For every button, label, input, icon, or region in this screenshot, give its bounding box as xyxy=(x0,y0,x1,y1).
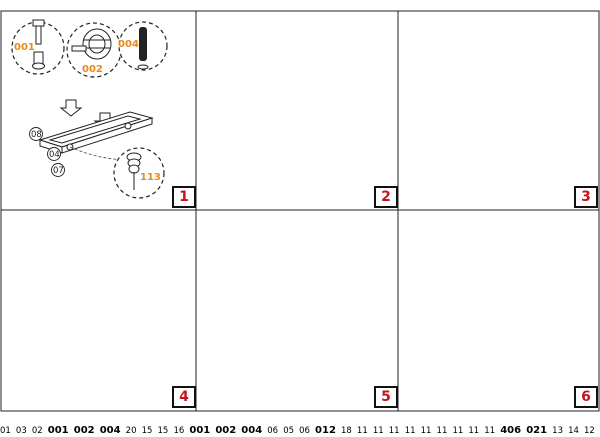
drawing-stroke xyxy=(32,19,45,27)
panel-01-label: 01 xyxy=(0,426,11,436)
panel-11-label-5: 11 xyxy=(420,426,432,436)
step-6-illustration: 021 13 14 12 xyxy=(526,418,595,437)
part-113-label: 113 xyxy=(140,172,161,183)
panel-06a-label: 06 xyxy=(267,426,279,436)
panel-12-label: 12 xyxy=(584,426,595,436)
drawing-stroke xyxy=(29,127,43,141)
panel-07-label: 07 xyxy=(53,166,64,176)
part-406-label: 406 xyxy=(500,425,522,436)
drawing-stroke xyxy=(0,10,600,412)
panel-11-label-8: 11 xyxy=(468,426,480,436)
panel-15b-label: 15 xyxy=(157,426,169,436)
panel-16-label: 16 xyxy=(173,426,185,436)
part-021-label: 021 xyxy=(526,425,548,436)
step-4-illustration: 001 002 004 06 05 06 xyxy=(189,418,315,437)
panel-11-label-2: 11 xyxy=(372,426,384,436)
assembly-instruction-sheet: 001 002 004 08 04 07 xyxy=(0,10,600,436)
step-6-number: 6 xyxy=(574,386,598,408)
step-1-illustration: 001 002 004 08 04 07 xyxy=(11,19,168,199)
drawing-stroke xyxy=(82,28,112,60)
drawing-stroke xyxy=(71,45,87,52)
drawing-stroke xyxy=(139,27,147,61)
instruction-diagram: 001 002 004 08 04 07 xyxy=(0,10,600,412)
part-004-label: 004 xyxy=(118,39,139,50)
panel-11-label-6: 11 xyxy=(436,426,448,436)
drawing-stroke xyxy=(124,122,132,130)
panel-11-label-3: 11 xyxy=(388,426,400,436)
drawing-stroke xyxy=(88,34,106,54)
part-002-label: 002 xyxy=(82,64,103,75)
step-2-illustration: 01 03 02 001 002 004 xyxy=(0,418,126,437)
step-4-part-001-label: 001 xyxy=(189,425,211,436)
drawing-stroke xyxy=(47,147,61,161)
drawing-stroke xyxy=(35,23,42,45)
panel-18-label: 18 xyxy=(341,426,352,436)
panel-11-label-1: 11 xyxy=(356,426,368,436)
panel-02-label: 02 xyxy=(31,426,43,436)
drawing-stroke xyxy=(51,163,65,177)
drawing-stroke xyxy=(32,62,45,70)
step-2-number: 2 xyxy=(374,186,398,208)
step-2-part-002-label: 002 xyxy=(73,425,95,436)
step-2-part-001-label: 001 xyxy=(47,425,69,436)
panel-05-label: 05 xyxy=(283,426,295,436)
panel-14-label: 14 xyxy=(568,426,579,436)
panel-08-label: 08 xyxy=(31,130,42,140)
panel-11-label-7: 11 xyxy=(452,426,464,436)
panel-15a-label: 15 xyxy=(141,426,153,436)
part-001-label: 001 xyxy=(14,42,35,53)
panel-11-label-9: 11 xyxy=(484,426,496,436)
step-3-number: 3 xyxy=(574,186,598,208)
part-113-bubble xyxy=(113,147,165,199)
step-4-number: 4 xyxy=(172,386,196,408)
panel-grid xyxy=(0,10,600,412)
panel-11-label-4: 11 xyxy=(404,426,416,436)
step-2-part-004-label: 004 xyxy=(99,425,121,436)
drawing-stroke xyxy=(59,99,83,117)
panel-06b-label: 06 xyxy=(299,426,310,436)
step-5-illustration: 012 18 11 11 11 11 11 11 11 11 11 406 xyxy=(315,418,526,437)
part-012-label: 012 xyxy=(315,425,336,436)
panel-04-label: 04 xyxy=(49,150,60,160)
drawing-stroke xyxy=(128,164,140,174)
panel-03-label: 03 xyxy=(15,426,27,436)
step-5-number: 5 xyxy=(374,386,398,408)
drawing-stroke xyxy=(137,64,149,70)
step-4-part-004-label: 004 xyxy=(241,425,263,436)
drawing-stroke xyxy=(48,115,142,144)
panel-20-label: 20 xyxy=(125,426,137,436)
panel-13-label: 13 xyxy=(552,426,563,436)
step-4-part-002-label: 002 xyxy=(215,425,237,436)
step-3-illustration: 20 15 15 16 xyxy=(126,418,190,437)
step-1-number: 1 xyxy=(172,186,196,208)
